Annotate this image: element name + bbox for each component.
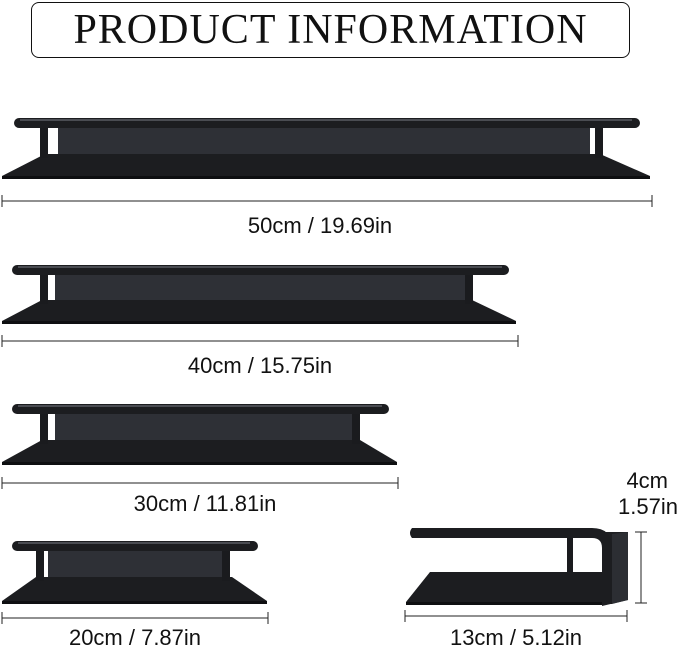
dimension-line-30cm	[1, 477, 399, 489]
dimension-line-20cm	[1, 612, 269, 624]
shelf-40cm-size-label: 40cm / 15.75in	[187, 353, 333, 378]
shelf-20cm-size-label: 20cm / 7.87in	[68, 625, 202, 650]
shelf-20cm-image	[0, 533, 270, 608]
side-view-height-cm-label: 4cm	[626, 468, 668, 493]
shelf-40cm-image	[0, 254, 520, 326]
page-title: PRODUCT INFORMATION	[73, 7, 588, 53]
shelf-50cm-image	[0, 108, 655, 183]
side-view-depth-label: 13cm / 5.12in	[449, 625, 583, 650]
side-view-height-in-label: 1.57in	[618, 494, 678, 519]
dimension-line-4cm	[635, 531, 647, 604]
dimension-line-13cm	[404, 610, 628, 622]
title-banner: PRODUCT INFORMATION	[31, 2, 630, 58]
shelf-30cm-size-label: 30cm / 11.81in	[133, 491, 277, 516]
dimension-line-50cm	[1, 195, 653, 207]
shelf-side-view-image	[402, 520, 634, 610]
dimension-line-40cm	[1, 335, 519, 347]
shelf-50cm-size-label: 50cm / 19.69in	[247, 213, 393, 238]
shelf-30cm-image	[0, 396, 400, 468]
